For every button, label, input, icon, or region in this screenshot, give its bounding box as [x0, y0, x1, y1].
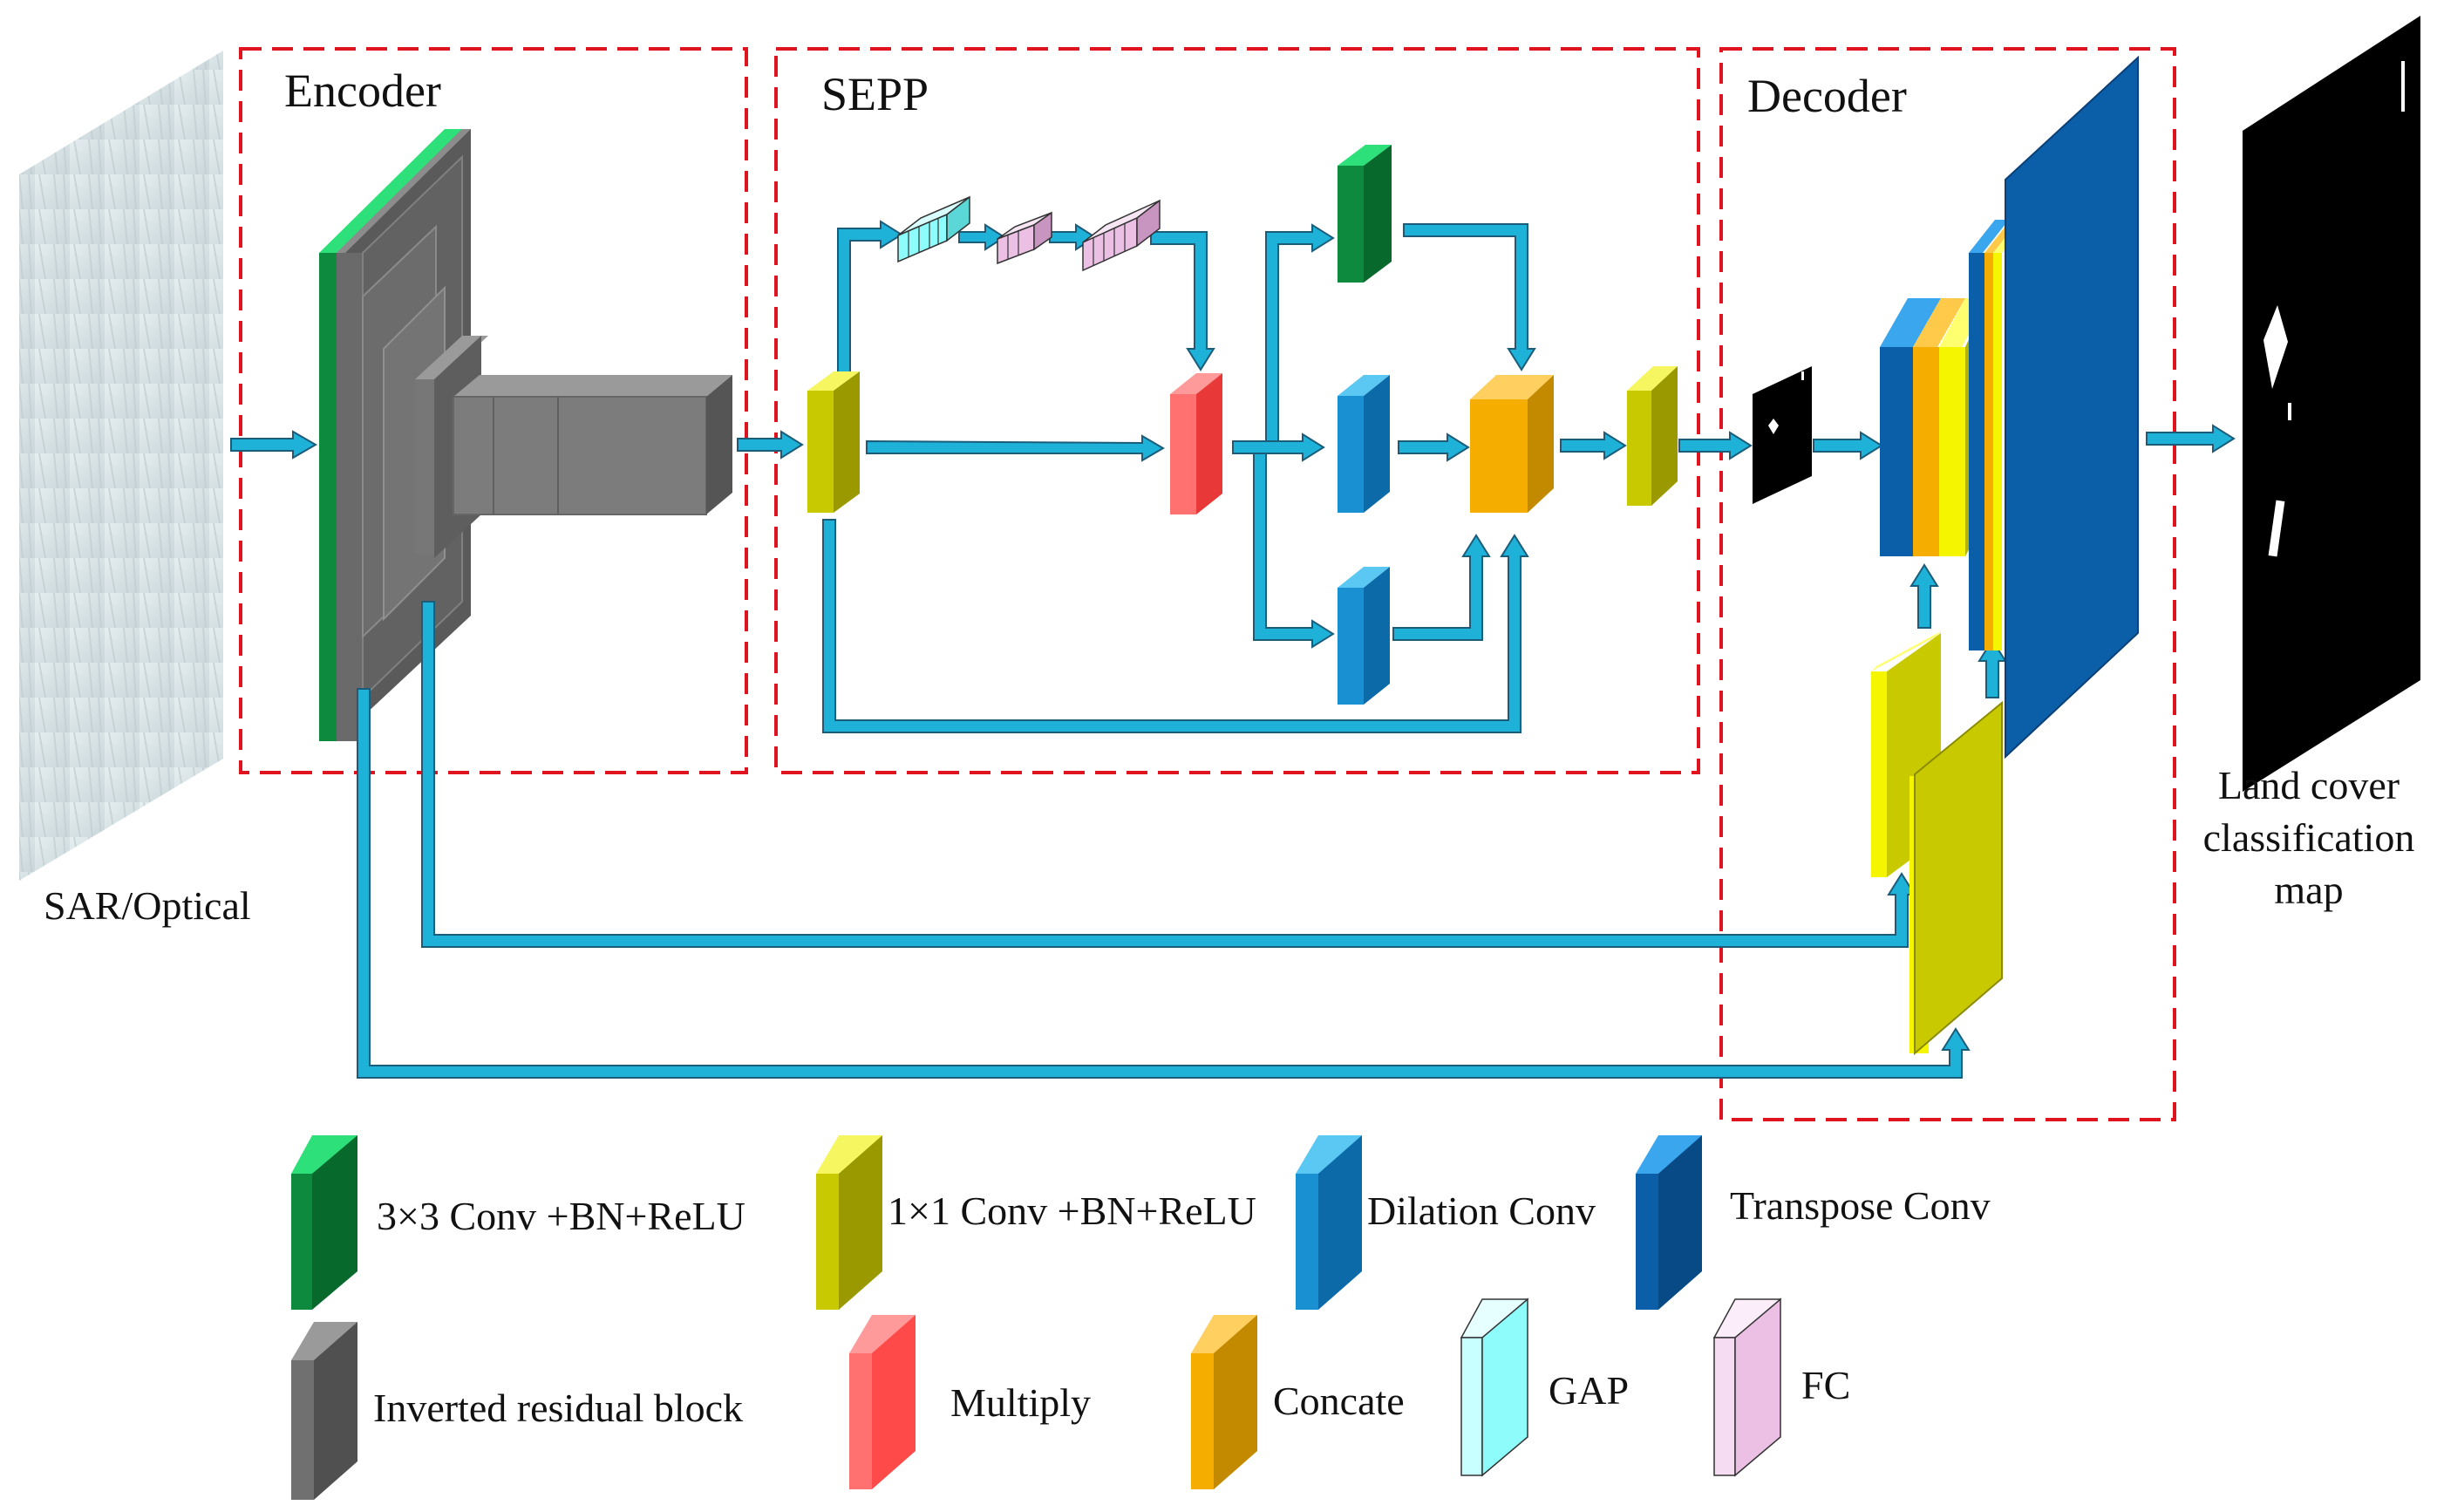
input-label: SAR/Optical — [44, 883, 251, 928]
legend-label-conv1: 1×1 Conv +BN+ReLU — [888, 1188, 1256, 1233]
arrow-branch-dilation — [1253, 453, 1335, 649]
arrow-lower-dilation-concat — [1392, 534, 1491, 641]
arrow-concat-yellow — [1560, 431, 1627, 460]
legend-item-gap: GAP — [1460, 1297, 1629, 1477]
output-label-line1: Land cover — [2218, 763, 2400, 807]
output-label-line3: map — [2274, 868, 2343, 912]
arrow-multiply-branch — [1232, 432, 1325, 462]
legend-label-fc: FC — [1801, 1363, 1850, 1407]
legend-label-gap: GAP — [1549, 1368, 1629, 1413]
output-map — [2243, 16, 2420, 792]
legend-item-multiply: Multiply — [849, 1315, 1091, 1489]
arrow-green-concat — [1403, 223, 1536, 371]
gap-vector — [897, 195, 970, 263]
arrow-skip-upper — [421, 601, 1916, 948]
sepp-title: SEPP — [821, 68, 929, 120]
arrow-encoder-sepp — [737, 430, 804, 460]
arrow-skip-lower — [357, 688, 1971, 1079]
legend-item-irb: Inverted residual block — [291, 1322, 743, 1500]
legend-item-fc: FC — [1712, 1297, 1850, 1477]
arrow-yellow-gap — [837, 220, 903, 376]
sepp-section-box — [774, 47, 1700, 774]
legend-label-multiply: Multiply — [950, 1380, 1091, 1425]
legend-label-transpose: Transpose Conv — [1730, 1183, 1991, 1228]
decoder-section-box — [1719, 47, 2176, 1121]
arrow-branch-green — [1265, 223, 1335, 442]
legend-label-dilation: Dilation Conv — [1367, 1188, 1596, 1233]
arrow-map-decoder — [1813, 431, 1883, 460]
legend-label-conv3: 3×3 Conv +BN+ReLU — [377, 1194, 745, 1238]
fc-vector-2 — [1082, 199, 1161, 272]
legend: 3×3 Conv +BN+ReLU 1×1 Conv +BN+ReLU Dila… — [291, 1135, 1991, 1500]
arrow-decoder-output — [2146, 424, 2236, 453]
legend-item-dilation: Dilation Conv — [1296, 1135, 1596, 1310]
small-feature-map — [1753, 366, 1812, 504]
legend-item-concate: Concate — [1191, 1315, 1405, 1489]
fc-vector-1 — [997, 211, 1052, 265]
encoder-title: Encoder — [284, 65, 441, 117]
decoder-title: Decoder — [1747, 70, 1907, 122]
arrow-sepp-skip — [822, 519, 1529, 733]
legend-item-conv1: 1×1 Conv +BN+ReLU — [816, 1135, 1256, 1310]
arrow-sepp-decoder — [1678, 431, 1753, 460]
arrow-input-encoder — [230, 430, 318, 460]
legend-item-transpose: Transpose Conv — [1636, 1135, 1991, 1310]
legend-label-irb: Inverted residual block — [373, 1386, 743, 1430]
encoder-stack — [319, 129, 732, 741]
sar-optical-image — [19, 51, 223, 881]
arrow-fc-multiply — [1150, 231, 1215, 371]
sepp-blocks — [807, 145, 1678, 705]
arrow-dilation-concat — [1398, 432, 1470, 462]
arrow-yellow-up-1 — [1909, 563, 1939, 629]
arrows — [230, 220, 2236, 1079]
arrow-yellow-multiply — [866, 434, 1165, 462]
output-label-line2: classification — [2203, 815, 2415, 860]
arrow-gap-fc — [958, 223, 1006, 251]
legend-item-conv3: 3×3 Conv +BN+ReLU — [291, 1135, 745, 1310]
legend-label-concate: Concate — [1273, 1379, 1405, 1423]
decoder-blocks — [1753, 55, 2139, 1056]
encoder-section-box — [239, 47, 748, 774]
